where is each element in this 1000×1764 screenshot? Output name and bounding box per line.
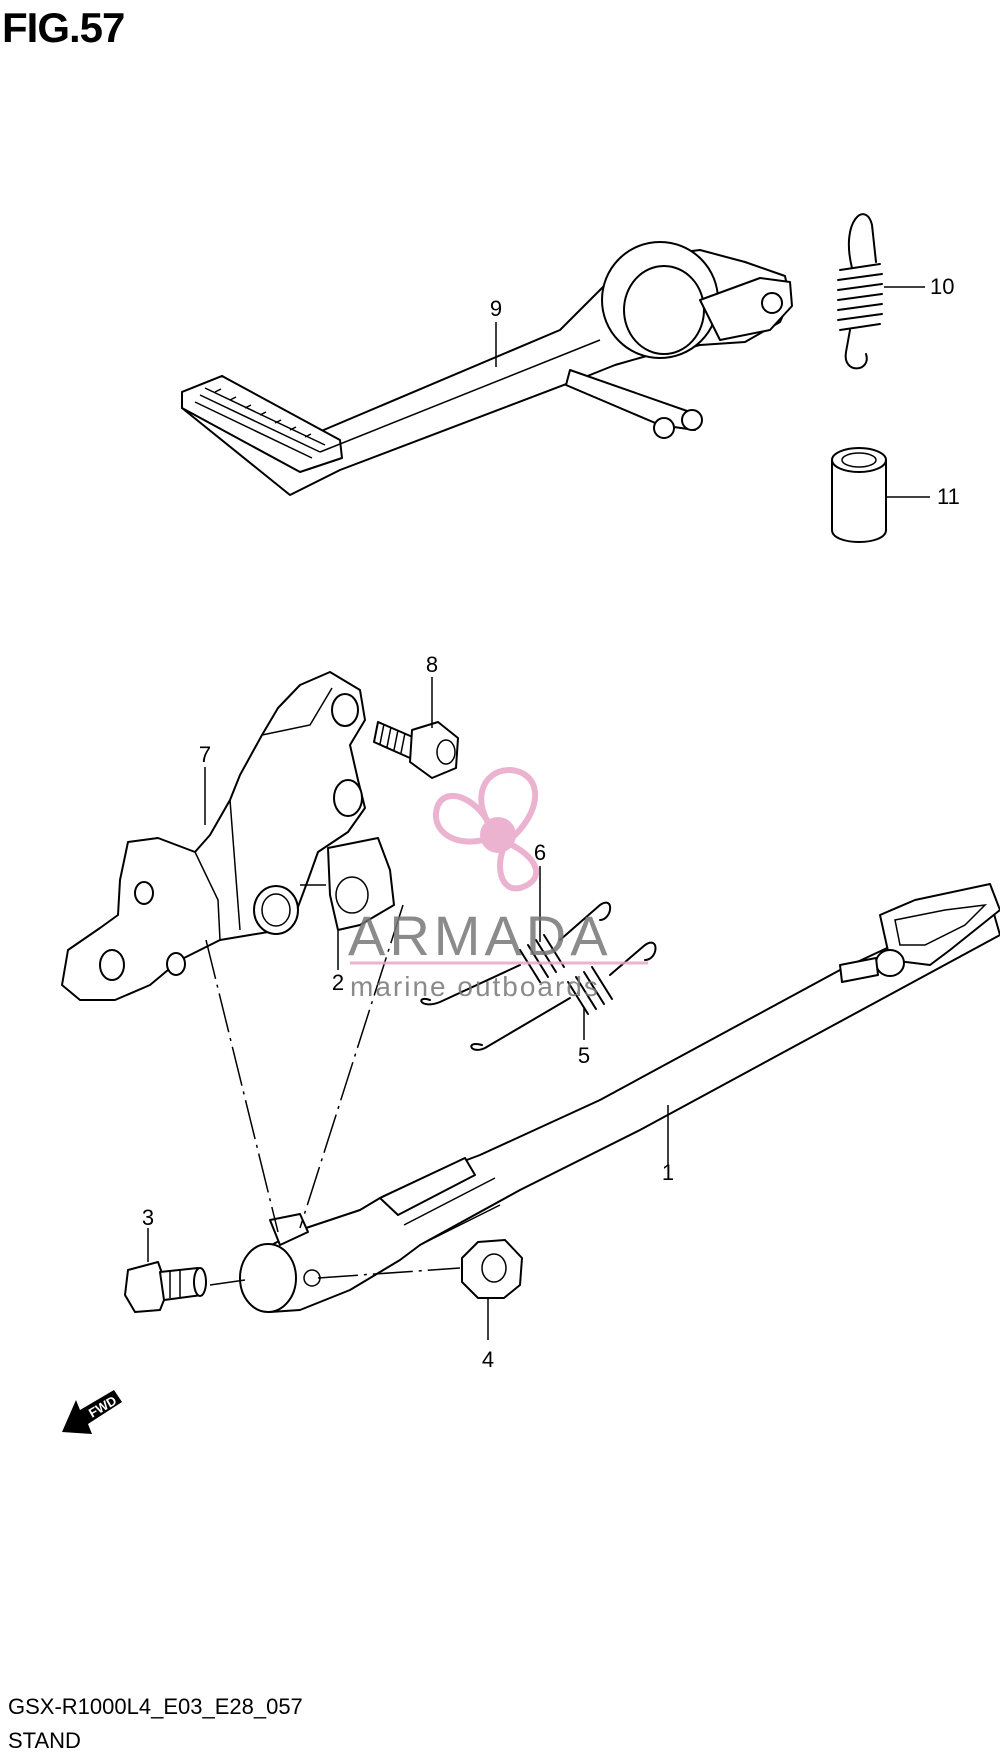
watermark-brand: ARMADA — [348, 904, 612, 967]
callout-7: 7 — [199, 742, 211, 767]
return-spring-10[interactable] — [837, 213, 883, 370]
callout-4: 4 — [482, 1347, 494, 1372]
callout-5: 5 — [578, 1043, 590, 1068]
figure-title: FIG.57 — [2, 4, 125, 51]
callout-9: 9 — [490, 296, 502, 321]
fwd-direction-badge: FWD — [62, 1390, 122, 1434]
callout-1: 1 — [662, 1160, 674, 1185]
watermark-tagline: marine outboards — [350, 971, 600, 1002]
watermark: ARMADA marine outboards — [348, 766, 648, 1002]
diagram-code: GSX-R1000L4_E03_E28_057 — [8, 1694, 303, 1719]
brake-pedal[interactable] — [181, 241, 793, 496]
plate-2[interactable] — [327, 837, 395, 931]
pivot-bolt-3[interactable] — [124, 1261, 207, 1313]
callout-3: 3 — [142, 1205, 154, 1230]
callout-10: 10 — [930, 274, 954, 299]
nut-4[interactable] — [461, 1239, 523, 1299]
propeller-logo-icon — [433, 766, 540, 892]
bolt-8[interactable] — [373, 721, 459, 779]
stand-spring-5[interactable] — [470, 941, 657, 1051]
side-stand[interactable] — [239, 883, 1000, 1313]
diagram-name: STAND — [8, 1728, 81, 1753]
callout-8: 8 — [426, 652, 438, 677]
callout-6: 6 — [534, 840, 546, 865]
callout-2: 2 — [332, 970, 344, 995]
stand-bracket[interactable] — [61, 671, 366, 1001]
collar-11[interactable] — [831, 447, 887, 543]
callout-11: 11 — [937, 484, 960, 509]
stand-spring-6[interactable] — [420, 901, 612, 1006]
